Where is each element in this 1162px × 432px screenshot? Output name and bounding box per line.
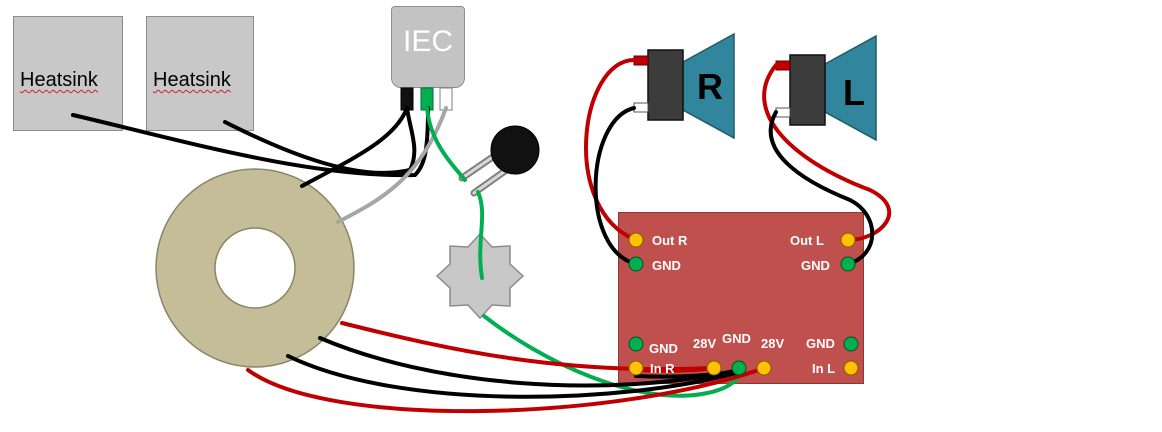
wire-iec-neutral <box>336 106 448 224</box>
terminal-28v-right <box>756 360 772 376</box>
iec-pins <box>400 87 453 111</box>
speaker-left-label: L <box>843 72 865 113</box>
label-gnd-l: GND <box>801 258 830 273</box>
wire-iec-live <box>300 106 409 188</box>
terminal-gnd-mid <box>731 360 747 376</box>
terminal-out-r <box>628 232 644 248</box>
board-terminals <box>628 232 859 376</box>
heatsink-left: Heatsink <box>13 16 123 131</box>
heatsink-right: Heatsink <box>146 16 254 131</box>
heatsink-right-label: Heatsink <box>153 69 231 91</box>
label-gnd-in-r: GND <box>649 341 678 356</box>
label-out-l: Out L <box>790 233 824 248</box>
label-out-r: Out R <box>652 233 688 248</box>
terminal-gnd-in-r <box>628 336 644 352</box>
iec-label: IEC <box>402 25 453 58</box>
wire-spk-r-black <box>593 106 638 266</box>
speaker-left <box>775 34 877 142</box>
terminal-gnd-l <box>840 256 856 272</box>
speaker-right <box>633 32 735 140</box>
iec-inlet: IEC <box>391 6 465 88</box>
label-gnd-r: GND <box>652 258 681 273</box>
terminal-in-l <box>843 360 859 376</box>
wires <box>71 58 892 414</box>
wire-heatsink-left <box>71 106 430 178</box>
heatsink-left-label: Heatsink <box>20 69 98 91</box>
terminal-28v-left <box>706 360 722 376</box>
amplifier-board <box>618 212 864 384</box>
wire-heatsink-right <box>223 106 417 175</box>
label-gnd-in-l: GND <box>806 336 835 351</box>
speaker-right-label: R <box>697 66 723 107</box>
wire-secondary-red-b <box>246 366 766 414</box>
terminal-gnd-r <box>628 256 644 272</box>
terminal-out-l <box>840 232 856 248</box>
wire-secondary-black-a <box>318 336 742 388</box>
toroidal-transformer <box>155 168 355 368</box>
thermistor <box>458 125 540 197</box>
label-gnd-mid: GND <box>722 331 751 346</box>
wire-spk-l-red <box>762 63 892 242</box>
wire-spk-r-red <box>584 58 638 242</box>
label-28v-left: 28V <box>693 336 717 351</box>
label-in-r: In R <box>650 361 675 376</box>
terminal-gnd-in-l <box>843 336 859 352</box>
wire-earth-to-star <box>476 190 485 280</box>
wire-spk-l-black <box>768 110 875 266</box>
wire-secondary-black-b <box>286 354 742 399</box>
wire-iec-earth <box>425 106 467 182</box>
label-in-l: In L <box>812 361 836 376</box>
label-28v-right: 28V <box>761 336 785 351</box>
terminal-in-r <box>628 360 644 376</box>
